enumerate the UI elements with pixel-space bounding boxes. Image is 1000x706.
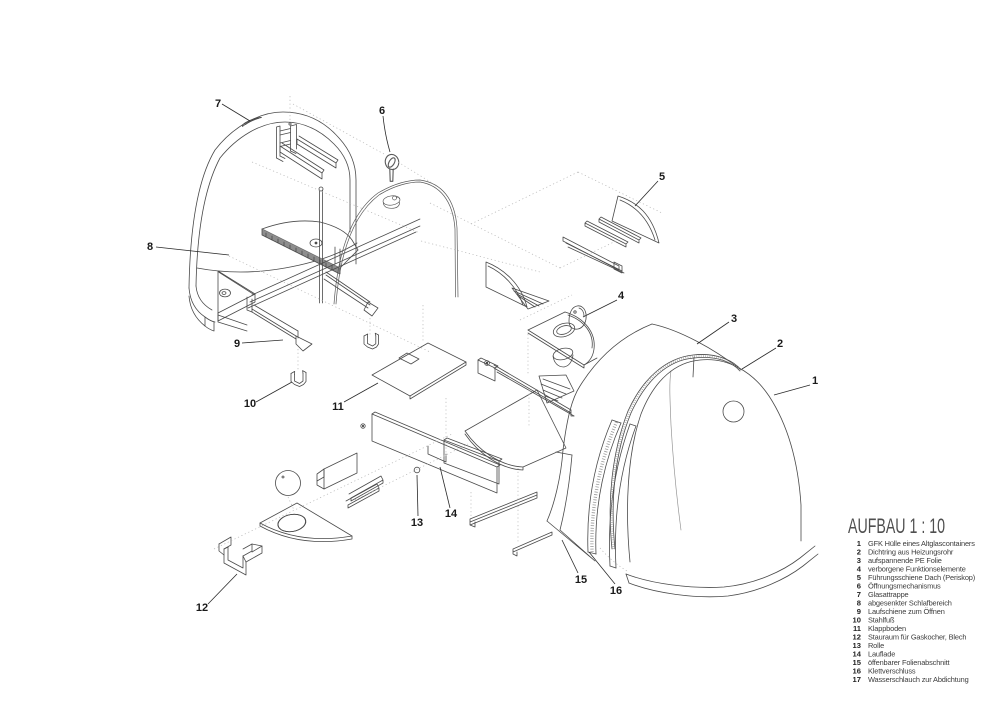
svg-text:14: 14 [445, 508, 458, 520]
svg-text:16: 16 [853, 667, 861, 676]
svg-text:17: 17 [853, 675, 861, 684]
svg-text:Klettverschluss: Klettverschluss [868, 667, 916, 676]
svg-text:11: 11 [332, 401, 344, 413]
svg-text:4: 4 [857, 565, 862, 574]
svg-text:10: 10 [853, 616, 861, 625]
svg-text:1: 1 [857, 539, 862, 548]
svg-text:8: 8 [857, 599, 861, 608]
svg-text:GFK Hülle eines Altglascontain: GFK Hülle eines Altglascontainers [868, 539, 975, 548]
svg-text:5: 5 [857, 573, 862, 582]
svg-text:15: 15 [853, 658, 862, 667]
svg-text:öffenbarer Folienabschnitt: öffenbarer Folienabschnitt [868, 658, 950, 667]
svg-text:4: 4 [618, 290, 625, 302]
svg-text:Dichtring aus Heizungsrohr: Dichtring aus Heizungsrohr [868, 548, 954, 557]
svg-text:9: 9 [234, 338, 240, 350]
svg-text:2: 2 [857, 548, 861, 557]
svg-text:Stauraum für Gaskocher, Blech: Stauraum für Gaskocher, Blech [868, 633, 966, 642]
svg-text:9: 9 [857, 607, 861, 616]
svg-text:6: 6 [857, 582, 861, 591]
svg-text:Rolle: Rolle [868, 641, 884, 650]
svg-text:Laufschiene zum Öffnen: Laufschiene zum Öffnen [868, 607, 945, 616]
svg-text:15: 15 [575, 574, 587, 586]
svg-text:6: 6 [379, 105, 385, 117]
svg-text:aufspannende PE Folie: aufspannende PE Folie [868, 556, 942, 565]
svg-text:13: 13 [411, 517, 423, 529]
svg-text:Glasattrappe: Glasattrappe [868, 590, 909, 599]
svg-text:14: 14 [853, 650, 862, 659]
svg-text:3: 3 [731, 313, 737, 325]
svg-text:AUFBAU 1 : 10: AUFBAU 1 : 10 [848, 514, 945, 538]
svg-text:8: 8 [147, 241, 153, 253]
svg-text:Wasserschlauch zur Abdichtung: Wasserschlauch zur Abdichtung [868, 675, 969, 684]
svg-text:7: 7 [215, 98, 221, 110]
svg-text:2: 2 [777, 338, 783, 350]
svg-text:12: 12 [196, 602, 208, 614]
svg-text:7: 7 [857, 590, 861, 599]
svg-text:Klappboden: Klappboden [868, 624, 906, 633]
svg-text:Führungsschiene Dach (Periskop: Führungsschiene Dach (Periskop) [868, 573, 975, 582]
svg-text:abgesenkter Schlafbereich: abgesenkter Schlafbereich [868, 599, 952, 608]
svg-text:Stahlfuß: Stahlfuß [868, 616, 895, 625]
svg-text:12: 12 [853, 633, 861, 642]
svg-text:Lauflade: Lauflade [868, 650, 895, 659]
svg-text:10: 10 [244, 398, 256, 410]
svg-text:16: 16 [610, 585, 622, 597]
svg-text:verborgene Funktionselemente: verborgene Funktionselemente [868, 565, 966, 574]
svg-text:1: 1 [812, 375, 818, 387]
svg-text:5: 5 [659, 171, 665, 183]
svg-text:11: 11 [853, 624, 862, 633]
svg-text:13: 13 [853, 641, 861, 650]
svg-text:3: 3 [857, 556, 861, 565]
svg-text:Öffnungsmechanismus: Öffnungsmechanismus [868, 582, 941, 591]
